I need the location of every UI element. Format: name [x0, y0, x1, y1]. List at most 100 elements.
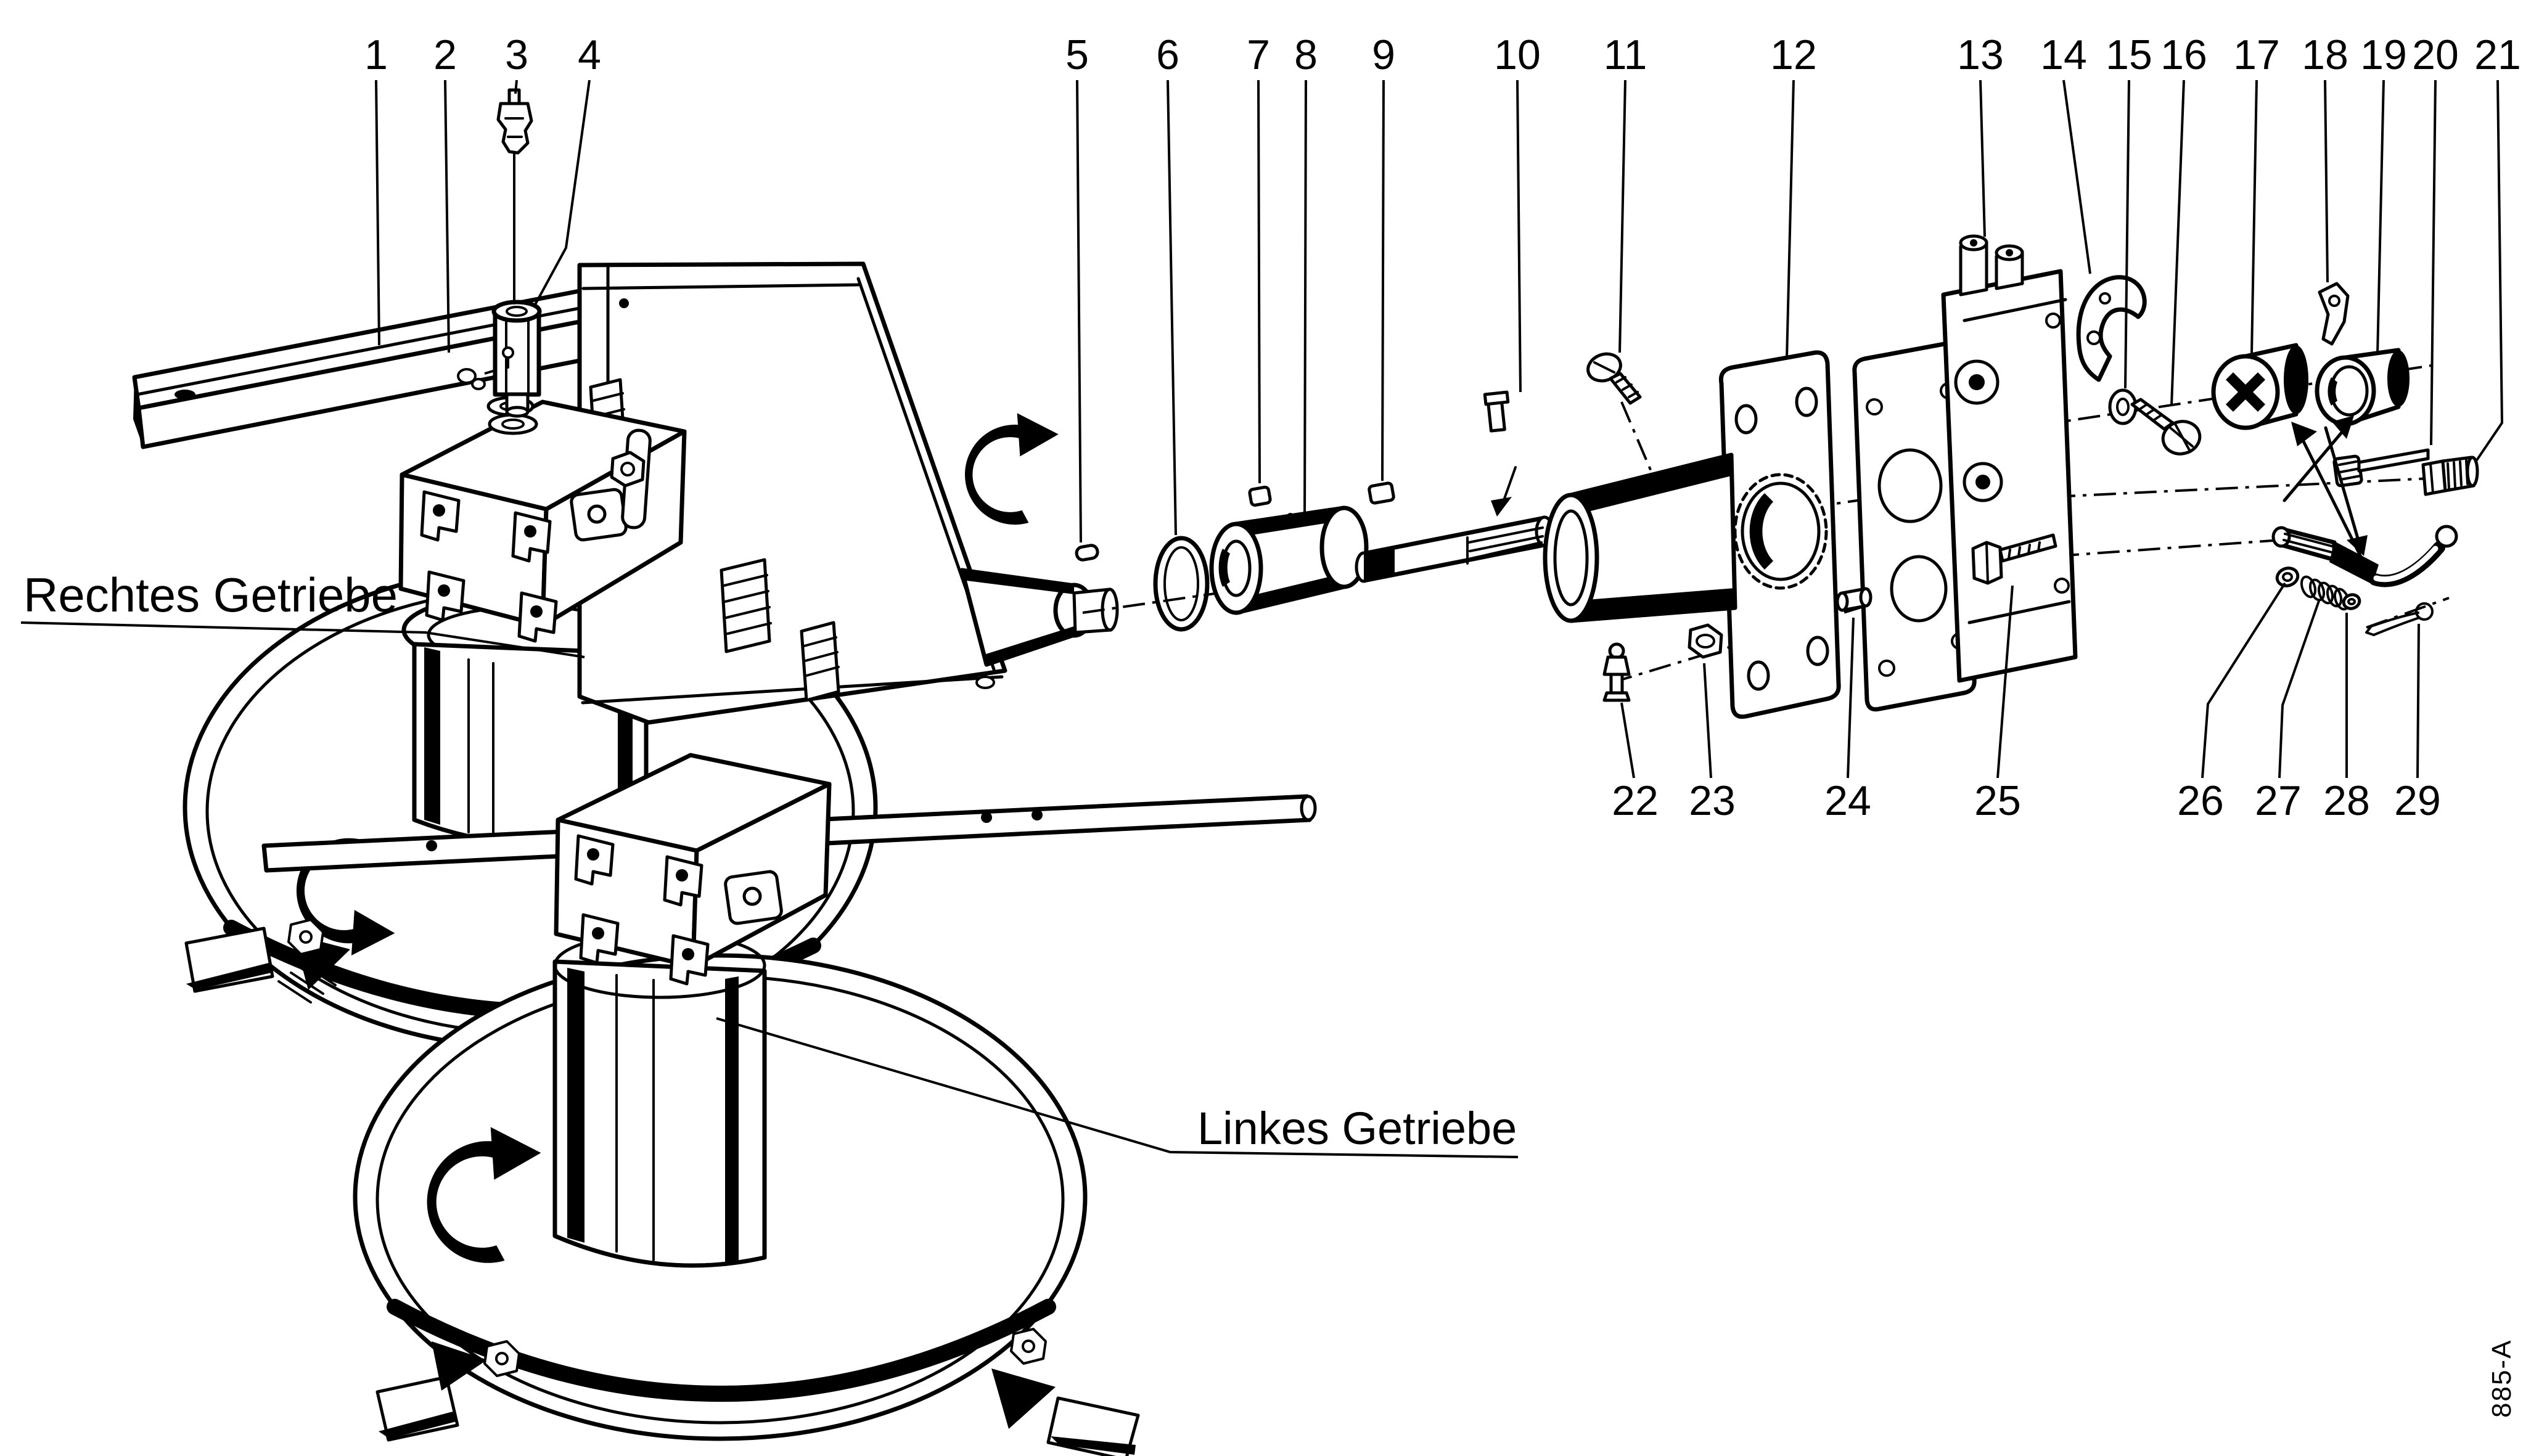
part-number-label-2: 2	[433, 31, 457, 78]
part-number-label-25: 25	[1974, 777, 2021, 824]
part-number-label-15: 15	[2106, 31, 2152, 78]
part-number-label-10: 10	[1494, 31, 1541, 78]
leader-line-5	[1076, 80, 1082, 543]
part-28-washer	[2342, 593, 2361, 610]
leader-line-15	[2124, 80, 2130, 389]
leader-line-2	[444, 80, 450, 353]
part-number-label-6: 6	[1156, 31, 1179, 78]
part-number-label-1: 1	[364, 31, 388, 78]
part-number-label-16: 16	[2160, 31, 2207, 78]
part-number-label-9: 9	[1372, 31, 1395, 78]
part-number-label-28: 28	[2323, 777, 2370, 824]
drive-housing	[577, 261, 1119, 725]
leader-line-24	[1847, 617, 1855, 779]
mower-blade	[375, 1340, 520, 1442]
part-22-grease-nipple	[1602, 642, 1631, 702]
leader-line-22	[1620, 702, 1635, 779]
leader-line-25	[1996, 585, 2014, 779]
leader-line-10	[1516, 80, 1522, 393]
leader-line-11	[1618, 80, 1626, 353]
shift-lever-assembly	[2271, 525, 2458, 587]
part-18-lever	[2318, 282, 2350, 346]
part-number-label-20: 20	[2412, 31, 2459, 78]
part-17-knob	[2211, 343, 2308, 430]
part-number-label-23: 23	[1689, 777, 1736, 824]
part-number-label-7: 7	[1247, 31, 1270, 78]
part-26-washer	[2275, 566, 2300, 587]
drawing-code: 885-A	[2487, 1339, 2517, 1418]
leader-line-16	[2170, 80, 2185, 406]
part-25-bolt	[1971, 533, 2057, 585]
left-gearbox-underline	[716, 1017, 1519, 1158]
part-number-label-19: 19	[2360, 31, 2407, 78]
part-number-label-14: 14	[2040, 31, 2087, 78]
left-gearbox	[554, 753, 832, 986]
exploded-parts	[1075, 234, 2479, 719]
output-shaft-housing	[959, 568, 1119, 667]
part-9-key	[1368, 481, 1395, 505]
leader-line-20	[2430, 80, 2437, 446]
centerline	[2053, 477, 2431, 498]
leader-line-9	[1381, 80, 1385, 481]
right-gearbox-label: Rechtes Getriebe	[23, 568, 398, 622]
right-gearbox	[398, 399, 687, 643]
mower-blade	[184, 918, 350, 993]
part-number-label-3: 3	[505, 31, 528, 78]
right-gearbox-underline	[20, 621, 585, 658]
part-16-bolt	[2130, 398, 2202, 456]
part-number-label-18: 18	[2302, 31, 2348, 78]
leader-line-29	[2416, 623, 2420, 779]
part-number-label-26: 26	[2177, 777, 2224, 824]
part-number-label-24: 24	[1824, 777, 1871, 824]
leader-line-18	[2324, 80, 2329, 283]
leader-line-21	[2475, 80, 2504, 462]
part-7-key	[1248, 485, 1272, 507]
part-6-oring	[1153, 536, 1210, 632]
leader-line-13	[1979, 80, 1986, 237]
part-12-bearing-tube	[1543, 350, 1841, 719]
leader-line-8	[1303, 80, 1307, 520]
part-11-screw	[1586, 352, 1642, 405]
leader-line-12	[1786, 80, 1795, 359]
leader-lines	[375, 80, 2504, 779]
part-23-nut	[1688, 623, 1723, 659]
part-number-label-22: 22	[1612, 777, 1659, 824]
leader-line-7	[1257, 80, 1261, 484]
leader-line-1	[375, 80, 380, 346]
part-8-coupling	[1209, 505, 1369, 615]
part-number-label-12: 12	[1770, 31, 1817, 78]
part-15-washer	[2108, 388, 2138, 425]
assembly-arrow-icon	[2283, 415, 2368, 560]
part-14-hook	[2076, 275, 2147, 382]
left-gearbox-label: Linkes Getriebe	[1197, 1103, 1517, 1154]
part-27-spring	[2300, 575, 2350, 611]
leader-line-4	[534, 80, 591, 305]
leader-line-17	[2250, 80, 2258, 354]
part-number-label-4: 4	[578, 31, 601, 78]
part-number-label-27: 27	[2255, 777, 2302, 824]
centerline	[2056, 539, 2282, 557]
mower-blade	[991, 1328, 1140, 1456]
oil-dipstick	[496, 88, 533, 305]
part-19-bushing	[2315, 348, 2410, 427]
gasket-plate	[1852, 340, 1977, 712]
part-number-label-29: 29	[2394, 777, 2441, 824]
centerline	[1620, 401, 1659, 486]
filler-standpipe	[491, 300, 542, 418]
leader-line-27	[2278, 599, 2321, 779]
part-29-cotter-pin	[2365, 602, 2434, 636]
part-5-pin	[1075, 544, 1099, 562]
leader-line-23	[1703, 663, 1712, 779]
part-number-label-5: 5	[1065, 31, 1089, 78]
part-number-label-13: 13	[1957, 31, 2004, 78]
leader-line-26	[2201, 582, 2286, 779]
leader-line-6	[1167, 80, 1177, 536]
rotation-arrow-icon	[964, 413, 1059, 525]
left-gearbox-drum	[552, 931, 767, 1268]
part-number-label-17: 17	[2233, 31, 2280, 78]
part-number-label-21: 21	[2474, 31, 2521, 78]
part-number-label-11: 11	[1604, 31, 1647, 78]
